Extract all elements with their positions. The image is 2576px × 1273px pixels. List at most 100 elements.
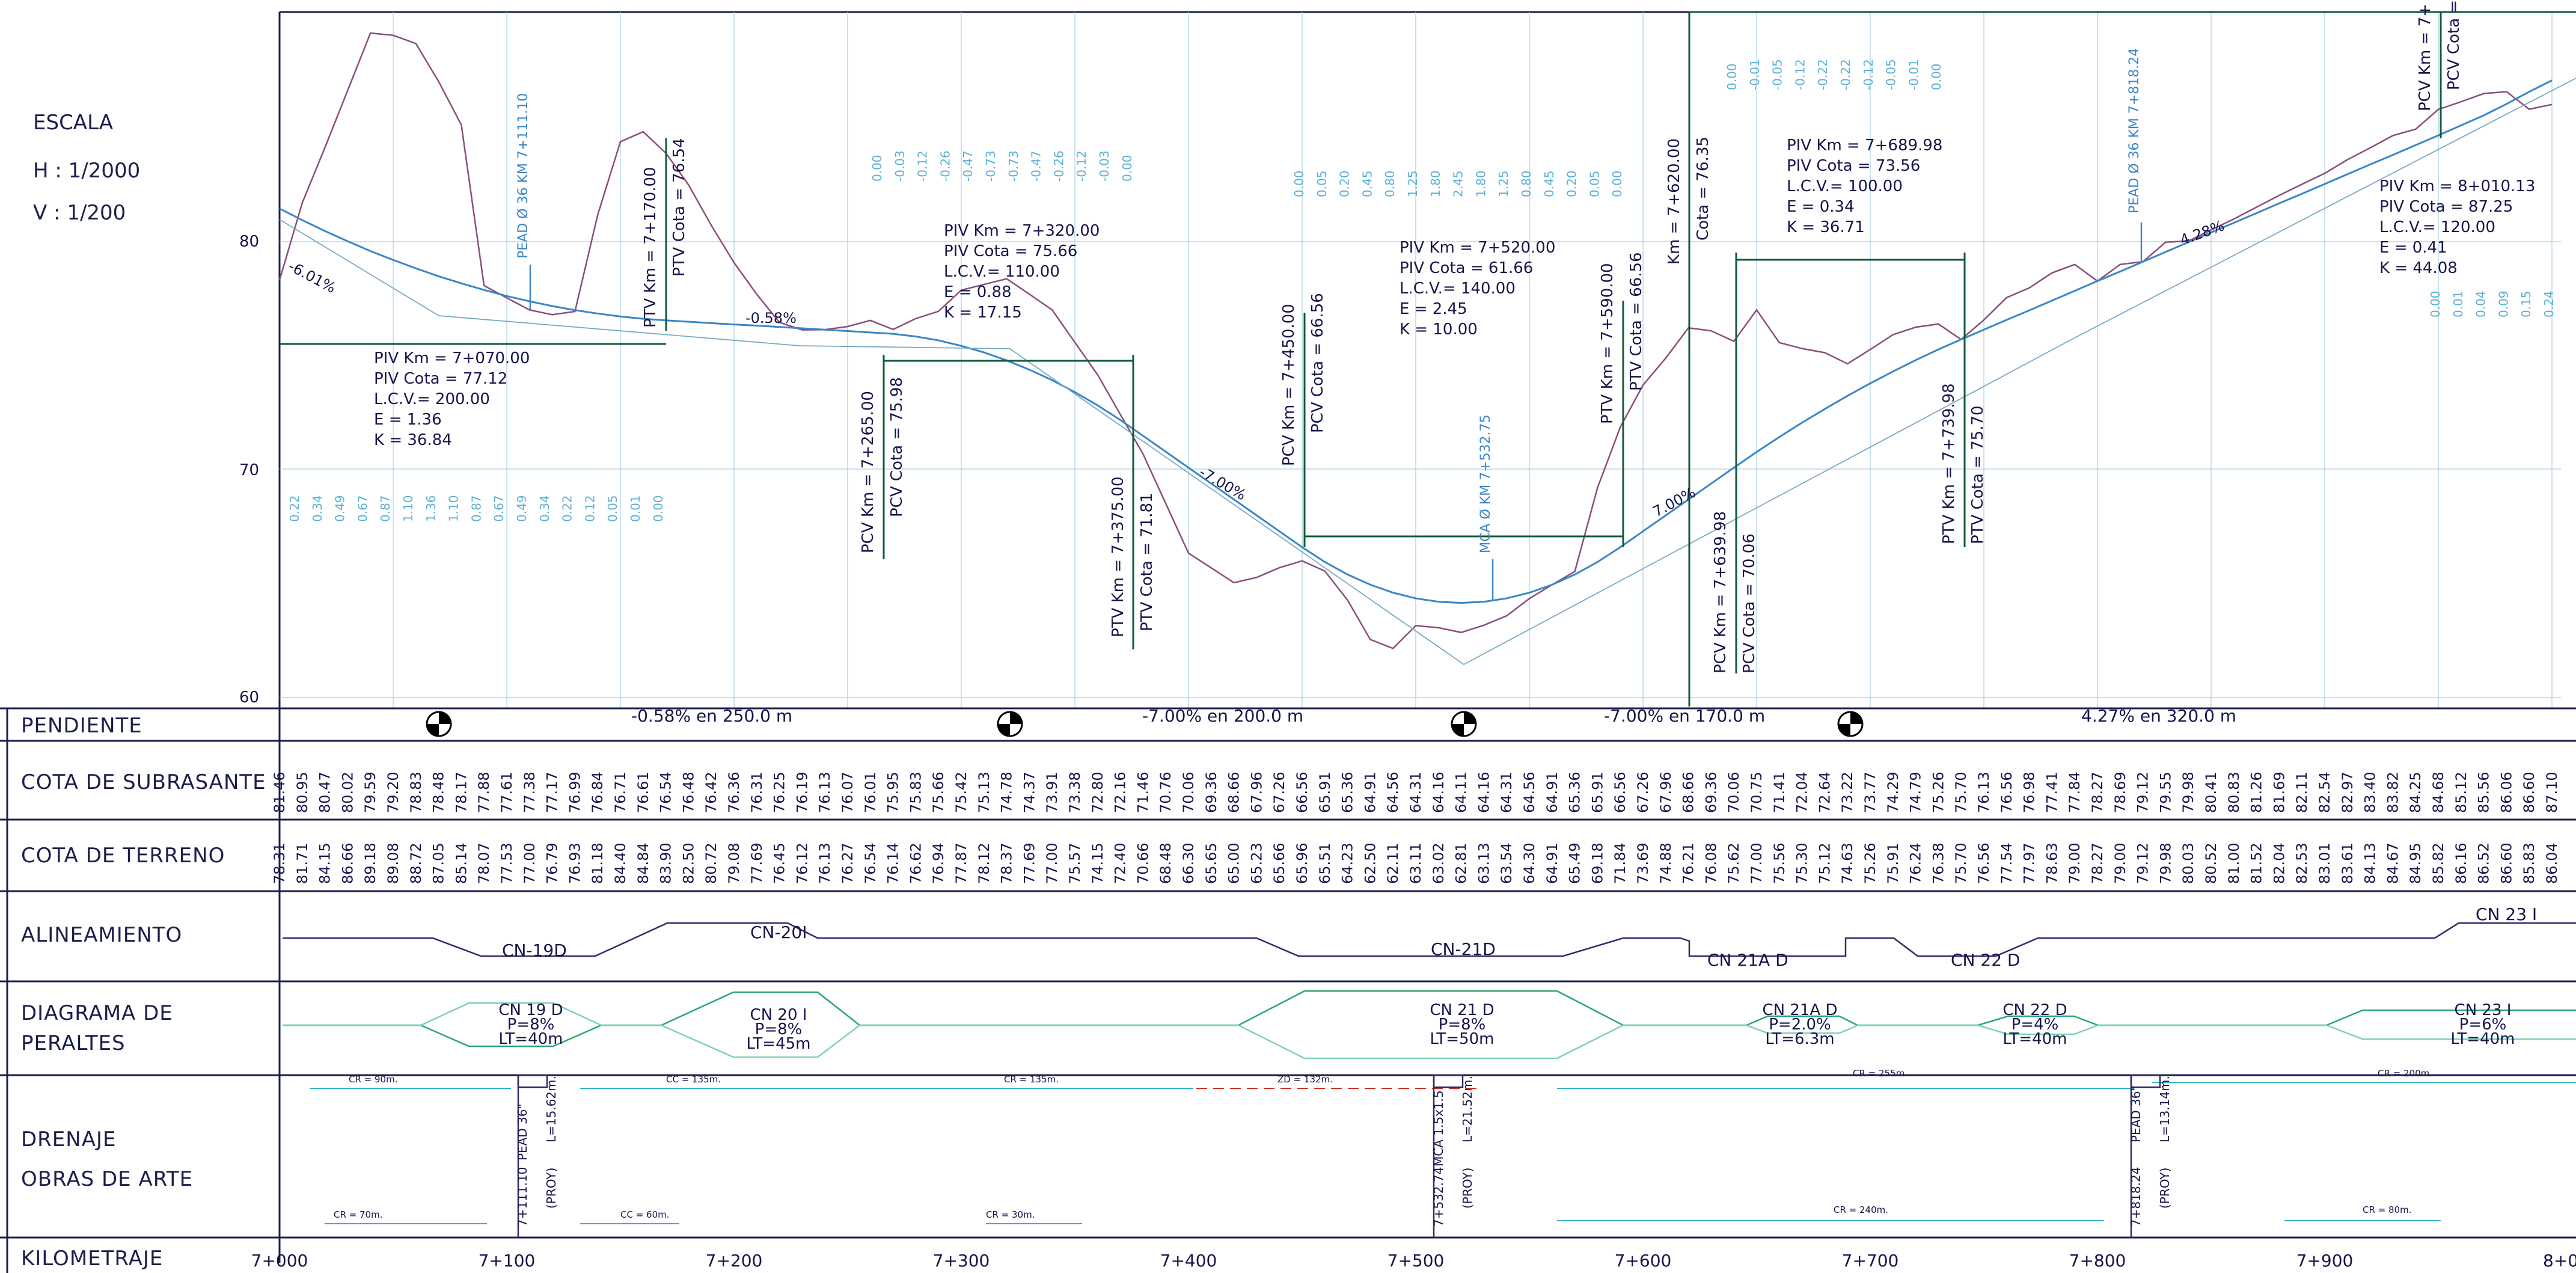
svg-text:E = 0.34: E = 0.34	[1787, 198, 1855, 216]
ground-elevation-value: 65.66	[1271, 842, 1288, 884]
subgrade-elevation-value: 64.56	[1384, 771, 1401, 813]
ordinate-value: 0.22	[287, 495, 302, 522]
svg-text:CR = 135m.: CR = 135m.	[1004, 1074, 1059, 1085]
ordinate-value: -0.26	[938, 150, 952, 182]
ordinate-value: -0.73	[984, 150, 998, 182]
ground-elevation-value: 82.04	[2271, 842, 2287, 884]
curve-block-1: PIV Km = 7+070.00 PIV Cota = 77.12 L.C.V…	[374, 349, 530, 449]
curve-block-3: PIV Km = 7+520.00 PIV Cota = 61.66 L.C.V…	[1400, 239, 1555, 339]
ground-elevation-value: 76.24	[1908, 842, 1924, 884]
ground-elevation-value: 76.21	[1680, 842, 1697, 884]
ordinate-value: -0.12	[1793, 59, 1807, 90]
ordinate-value: 0.00	[1292, 170, 1306, 197]
subgrade-elevation-value: 64.16	[1475, 771, 1492, 813]
ordinate-value: 0.87	[469, 495, 483, 522]
ordinate-value: 0.67	[355, 495, 370, 522]
ground-elevation-value: 79.00	[2066, 842, 2083, 884]
ordinate-value: -0.47	[961, 150, 975, 182]
subgrade-elevation-value: 65.91	[1589, 771, 1606, 813]
subgrade-elevation-value: 80.83	[2226, 771, 2242, 813]
subgrade-elevation-value: 67.26	[1271, 771, 1288, 813]
superelevation-labels: CN 19 D P=8% LT=40m CN 20 I P=8% LT=45m …	[498, 1001, 2515, 1053]
ground-elevation-value: 76.79	[544, 842, 561, 884]
station-grid	[393, 12, 2553, 708]
svg-text:L.C.V.= 100.00: L.C.V.= 100.00	[1787, 177, 1903, 195]
ground-elevation-value: 73.69	[1635, 842, 1651, 884]
subgrade-elevation-value: 65.36	[1567, 771, 1583, 813]
subgrade-elevation-value: 64.31	[1498, 771, 1515, 813]
curve-dimension-lines	[280, 11, 2576, 707]
svg-text:CR = 70m.: CR = 70m.	[334, 1209, 382, 1220]
culvert-symbols	[517, 1074, 2161, 1238]
subgrade-elevation-value: 76.19	[794, 771, 810, 813]
station-label: 7+600	[1615, 1251, 1672, 1271]
vertical-curve-labels: PTV Km = 7+170.00 PTV Cota = 76.54 PCV K…	[641, 0, 2463, 673]
subgrade-elevation-value: 73.22	[1839, 771, 1856, 813]
svg-text:E = 1.36: E = 1.36	[374, 411, 442, 429]
svg-text:7+818.24: 7+818.24	[2129, 1167, 2143, 1227]
svg-text:CC = 60m.: CC = 60m.	[620, 1209, 670, 1220]
subgrade-elevation-value: 72.64	[1816, 771, 1833, 813]
ordinate-value: 0.01	[2451, 290, 2465, 317]
ground-elevation-value: 84.40	[612, 842, 629, 884]
svg-text:LT=40m: LT=40m	[499, 1030, 563, 1048]
ordinate-value: -0.05	[1770, 59, 1785, 90]
svg-text:PCV Km = 7+639.98: PCV Km = 7+639.98	[1712, 511, 1730, 673]
ordinate-value: 0.34	[537, 495, 552, 522]
svg-text:E = 2.45: E = 2.45	[1400, 300, 1467, 318]
ordinate-value: -0.01	[1906, 59, 1921, 90]
ground-elevation-value: 75.62	[1725, 842, 1742, 884]
ordinate-value: 0.20	[1338, 170, 1352, 197]
ground-elevation-value: 76.94	[930, 842, 947, 884]
ground-elevation-value: 78.07	[476, 842, 492, 884]
band-label-peraltes: DIAGRAMA DE	[21, 1001, 173, 1025]
ordinate-value: -0.12	[1074, 150, 1089, 182]
ground-elevation-value: 63.11	[1407, 842, 1424, 884]
subgrade-elevation-value: 76.98	[2021, 771, 2038, 813]
subgrade-elevation-value: 84.68	[2430, 771, 2447, 813]
subgrade-elevation-value: 78.48	[430, 771, 447, 813]
svg-text:CR = 255m.: CR = 255m.	[1853, 1068, 1908, 1079]
ordinate-value: 0.24	[2542, 290, 2556, 317]
svg-text:PTV Km = 7+739.98: PTV Km = 7+739.98	[1940, 383, 1958, 544]
elev-label-70: 70	[239, 461, 259, 479]
subgrade-elevation-value: 78.83	[408, 771, 424, 813]
svg-text:PIV Km = 7+689.98: PIV Km = 7+689.98	[1787, 137, 1942, 155]
svg-text:PIV Km = 7+320.00: PIV Km = 7+320.00	[944, 222, 1100, 240]
subgrade-elevation-value: 70.06	[1725, 771, 1742, 813]
station-label: 7+200	[706, 1251, 763, 1271]
svg-text:L.C.V.= 110.00: L.C.V.= 110.00	[944, 263, 1060, 281]
station-label: 7+500	[1387, 1251, 1445, 1271]
ground-elevation-value: 81.71	[294, 842, 311, 884]
ordinate-value: 0.04	[2474, 290, 2488, 317]
ground-elevation-value: 85.14	[453, 842, 470, 884]
ground-elevation-value: 82.53	[2293, 842, 2310, 884]
subgrade-elevation-value: 76.31	[748, 771, 765, 813]
svg-text:PIV Km = 7+070.00: PIV Km = 7+070.00	[374, 349, 530, 367]
ground-elevation-value: 83.01	[2316, 842, 2333, 884]
drainage-labels: CR = 90m. CC = 135m. CR = 135m. ZD = 132…	[334, 1068, 2432, 1220]
ordinate-value: 0.05	[605, 495, 620, 522]
svg-text:PIV Km = 8+010.13: PIV Km = 8+010.13	[2379, 177, 2535, 195]
subgrade-elevation-value: 77.84	[2066, 771, 2083, 813]
subgrade-elevation-value: 78.69	[2112, 771, 2129, 813]
slope-segment: -7.00% en 170.0 m	[1604, 706, 1765, 726]
alignment-curve-label: CN 22 D	[1951, 950, 2021, 970]
svg-text:PTV Cota = 75.70: PTV Cota = 75.70	[1969, 405, 1987, 544]
ordinate-value: 1.10	[401, 495, 415, 522]
svg-text:P=8%: P=8%	[1439, 1016, 1486, 1034]
ordinate-value: -0.05	[1884, 59, 1898, 90]
ground-elevation-value: 76.56	[1975, 842, 1992, 884]
ground-elevation-value: 76.45	[771, 842, 788, 884]
ground-elevation-value: 81.52	[2248, 842, 2265, 884]
slope-segment: 4.27% en 320.0 m	[2081, 706, 2236, 726]
ordinate-value: 1.80	[1473, 170, 1488, 197]
subgrade-elevation-value: 68.66	[1226, 771, 1243, 813]
ground-elevation-value: 75.30	[1794, 842, 1811, 884]
ground-elevation-value: 81.18	[589, 842, 606, 884]
subgrade-elevation-value: 75.13	[976, 771, 993, 813]
subgrade-elevation-value: 64.16	[1430, 771, 1447, 813]
ordinate-value: 1.25	[1406, 170, 1420, 197]
curve-block-4: PIV Km = 7+689.98 PIV Cota = 73.56 L.C.V…	[1787, 137, 1942, 236]
